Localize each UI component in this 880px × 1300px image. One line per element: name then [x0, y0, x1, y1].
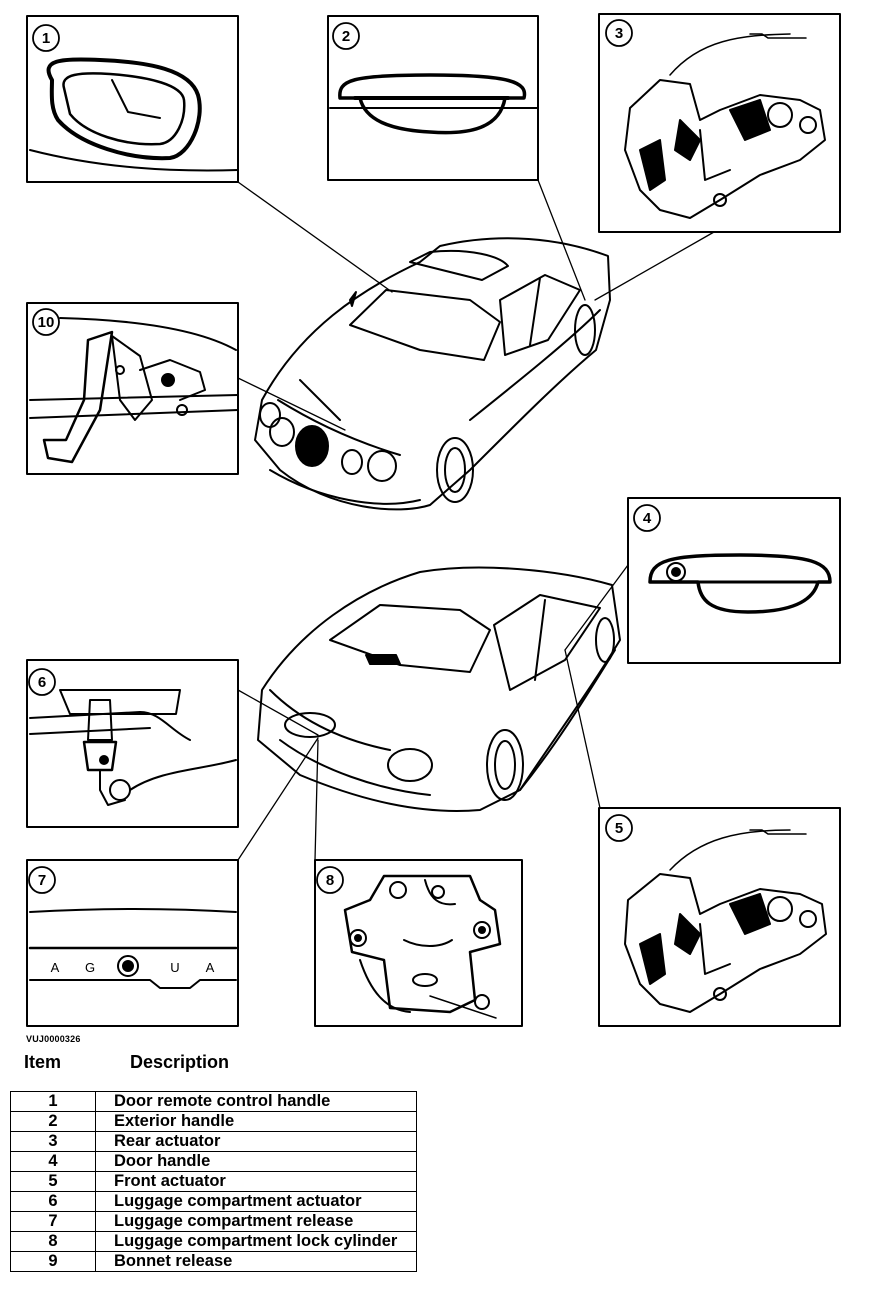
inset-panel-1: 1 [26, 15, 239, 183]
item-description: Luggage compartment release [95, 1211, 417, 1232]
item-description: Luggage compartment lock cylinder [95, 1231, 417, 1252]
inset-panel-4: 4 [627, 497, 841, 664]
front-car-illustration [254, 237, 611, 511]
component-location-diagram: 1 2 3 [26, 13, 841, 1027]
reference-code: VUJ0000326 [26, 1034, 81, 1044]
item-number: 2 [10, 1111, 96, 1132]
callout-6: 6 [38, 674, 46, 691]
callout-5: 5 [615, 820, 623, 837]
emblem-letter-4: A [206, 960, 215, 975]
callout-1: 1 [42, 30, 50, 47]
legend-item-header: Item [24, 1052, 62, 1072]
inset-panel-8: 8 [314, 859, 523, 1027]
item-description: Luggage compartment actuator [95, 1191, 417, 1212]
item-description: Bonnet release [95, 1251, 417, 1272]
item-number: 3 [10, 1131, 96, 1152]
item-description: Front actuator [95, 1171, 417, 1192]
callout-2: 2 [342, 28, 350, 45]
item-number: 6 [10, 1191, 96, 1212]
item-number: 7 [10, 1211, 96, 1232]
emblem-letter-1: A [51, 960, 60, 975]
emblem-letter-3: U [170, 960, 179, 975]
inset-panel-6: 6 [26, 659, 239, 828]
callout-3: 3 [615, 25, 623, 42]
callout-8: 8 [326, 872, 334, 889]
item-description: Rear actuator [95, 1131, 417, 1152]
inset-panel-10: 10 [26, 302, 239, 475]
inset-panel-2: 2 [327, 15, 539, 181]
item-description: Exterior handle [95, 1111, 417, 1132]
item-description: Door handle [95, 1151, 417, 1172]
item-number: 1 [10, 1091, 96, 1112]
inset-panel-5: 5 [598, 807, 841, 1027]
callout-4: 4 [643, 510, 652, 527]
item-description: Door remote control handle [95, 1091, 417, 1112]
inset-panel-7: A G U A 7 [26, 859, 239, 1027]
callout-10: 10 [38, 314, 55, 331]
item-number: 9 [10, 1251, 96, 1272]
callout-7: 7 [38, 872, 46, 889]
emblem-letter-2: G [85, 960, 95, 975]
item-number: 8 [10, 1231, 96, 1252]
rear-car-illustration [257, 566, 621, 812]
item-number: 5 [10, 1171, 96, 1192]
legend-description-header: Description [130, 1052, 230, 1072]
inset-panel-3: 3 [598, 13, 841, 233]
item-number: 4 [10, 1151, 96, 1172]
